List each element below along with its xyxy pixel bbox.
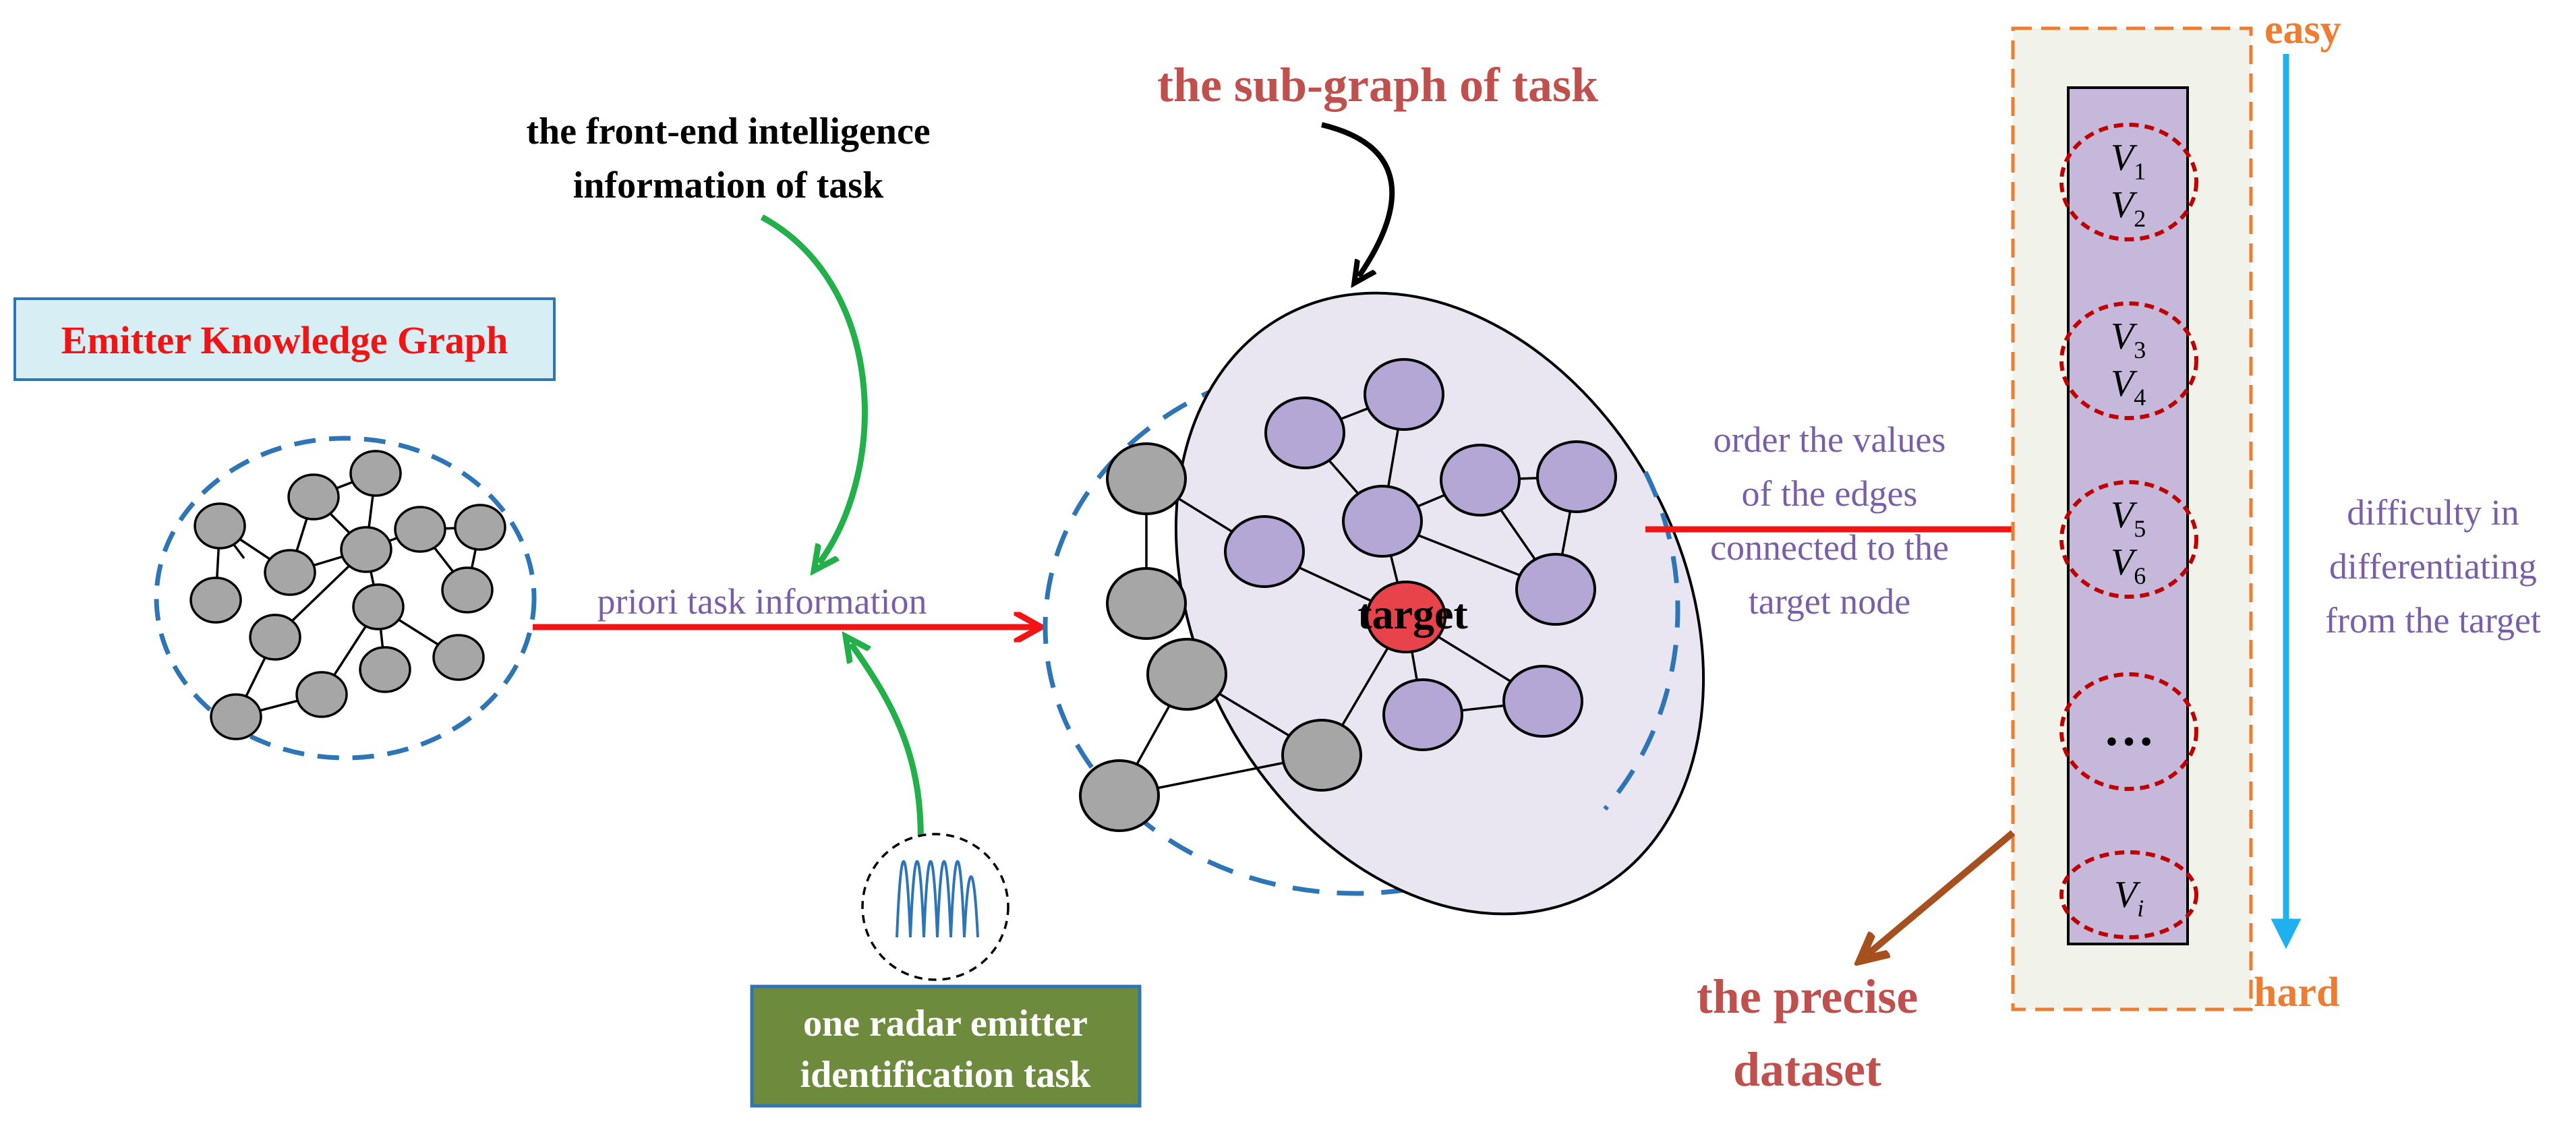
value-vi: V — [2114, 874, 2141, 916]
kg-node — [349, 450, 402, 497]
sg-purple-node — [1536, 440, 1617, 513]
knowledge-graph-title: Emitter Knowledge Graph — [61, 318, 508, 362]
value-group-ellipsis: … — [2059, 672, 2198, 791]
knowledge-graph-title-box: Emitter Knowledge Graph — [13, 297, 556, 381]
sg-gray-node — [1281, 719, 1362, 792]
kg-node — [287, 473, 340, 521]
precise-dataset-arrow — [1868, 830, 2016, 954]
svg-text:V1: V1 — [2111, 137, 2146, 185]
sg-gray-node — [1146, 638, 1227, 711]
target-node: target — [1357, 581, 1468, 653]
svg-text:V6: V6 — [2111, 541, 2146, 589]
value-group-2: V3 V4 — [2059, 301, 2198, 420]
kg-node — [194, 502, 246, 550]
order-label-line3: connected to the — [1710, 527, 1949, 568]
value-v5-sub: 5 — [2134, 515, 2146, 542]
value-group-3: V5 V6 — [2059, 480, 2198, 599]
radar-task-line2: identification task — [800, 1054, 1092, 1096]
value-v5: V — [2111, 494, 2138, 536]
value-v3: V — [2111, 316, 2138, 357]
sg-purple-node — [1224, 515, 1305, 588]
value-group-1: V1 V2 — [2059, 123, 2198, 241]
order-label-line4: target node — [1749, 581, 1910, 622]
sg-gray-node — [1106, 442, 1187, 515]
sg-gray-node — [1079, 759, 1160, 832]
value-v1-sub: 1 — [2134, 158, 2146, 185]
value-v4: V — [2111, 363, 2138, 405]
value-v4-sub: 4 — [2134, 384, 2146, 411]
sg-purple-node — [1264, 396, 1345, 469]
value-v2-sub: 2 — [2134, 205, 2146, 232]
sg-purple-node — [1342, 485, 1423, 558]
value-v6: V — [2111, 541, 2138, 583]
knowledge-graph-boundary — [154, 436, 537, 761]
priori-label: priori task information — [597, 581, 927, 622]
order-label-line2: of the edges — [1742, 473, 1918, 514]
sg-purple-node — [1502, 665, 1583, 738]
radar-green-arrow — [851, 644, 924, 854]
radar-signal-icon — [861, 833, 1009, 981]
value-v3-sub: 3 — [2134, 336, 2146, 363]
precise-dataset-line1: the precise — [1697, 970, 1919, 1024]
kg-node — [210, 693, 262, 740]
radar-task-line1: one radar emitter — [803, 1003, 1088, 1044]
kg-node — [352, 583, 405, 630]
knowledge-graph-nodes — [189, 450, 506, 740]
kg-node — [394, 506, 446, 553]
svg-text:V2: V2 — [2111, 184, 2146, 232]
sg-purple-node — [1364, 358, 1444, 431]
kg-node — [432, 634, 485, 681]
sg-purple-node — [1515, 553, 1596, 626]
kg-node — [340, 526, 392, 573]
sg-purple-node — [1382, 678, 1463, 751]
easy-label: easy — [2264, 7, 2341, 53]
value-vi-sub: i — [2137, 895, 2144, 922]
kg-node — [249, 614, 301, 661]
subgraph-purple-nodes — [1224, 358, 1617, 751]
subgraph-black-arrow — [1321, 122, 1395, 276]
front-end-label-line1: the front-end intelligence — [526, 111, 930, 152]
kg-node — [189, 577, 242, 624]
difficulty-label-line3: from the target — [2325, 600, 2541, 641]
kg-node — [441, 566, 494, 614]
front-end-label-line2: information of task — [573, 165, 884, 206]
radar-task-box: one radar emitter identification task — [750, 984, 1142, 1108]
svg-text:V5: V5 — [2111, 494, 2146, 542]
kg-node — [359, 646, 411, 693]
sg-purple-node — [1440, 444, 1521, 516]
value-v2: V — [2111, 184, 2138, 226]
kg-node — [295, 671, 348, 718]
target-label: target — [1357, 590, 1468, 638]
svg-text:V3: V3 — [2111, 316, 2146, 363]
hard-label: hard — [2254, 970, 2339, 1015]
value-group-i: Vi — [2059, 850, 2198, 939]
kg-node — [454, 504, 506, 551]
order-label-line1: order the values — [1714, 419, 1946, 460]
difficulty-label-line1: difficulty in — [2347, 492, 2519, 533]
sg-gray-node — [1106, 567, 1187, 640]
value-ellipsis: … — [2103, 700, 2155, 757]
knowledge-graph-network — [214, 472, 481, 718]
subgraph-gray-nodes — [1079, 442, 1362, 832]
value-v6-sub: 6 — [2134, 562, 2146, 589]
front-end-green-arrow — [760, 214, 868, 563]
difficulty-label-line2: differentiating — [2329, 546, 2537, 587]
subgraph-label: the sub-graph of task — [1157, 58, 1598, 112]
svg-text:V4: V4 — [2111, 363, 2146, 411]
kg-node — [264, 549, 316, 596]
subgraph-inner-dashed-arc — [1603, 471, 1680, 811]
precise-dataset-line2: dataset — [1733, 1042, 1881, 1096]
svg-text:Vi: Vi — [2114, 874, 2144, 922]
value-v1: V — [2111, 137, 2138, 179]
